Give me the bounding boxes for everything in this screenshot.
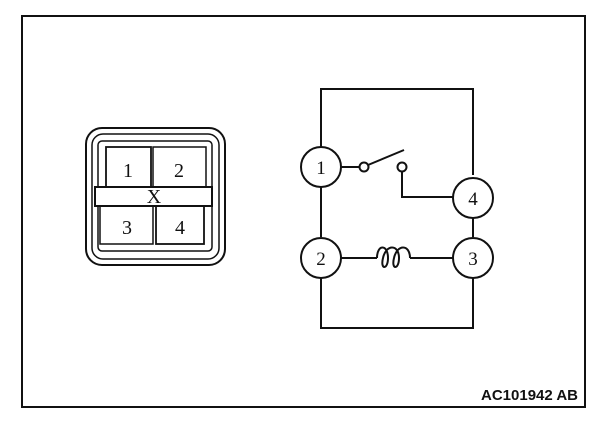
relay-coil bbox=[376, 246, 411, 268]
connector-housing-inner bbox=[91, 133, 220, 260]
connector-face: 1 2 3 4 X bbox=[85, 127, 226, 266]
terminal-label-1: 1 bbox=[316, 158, 326, 179]
pin-label-2: 2 bbox=[174, 160, 184, 182]
terminal-label-4: 4 bbox=[468, 189, 478, 210]
pin-label-1: 1 bbox=[123, 160, 133, 182]
switch-lead-4 bbox=[401, 172, 453, 198]
relay-schematic: 1 2 3 4 bbox=[300, 88, 494, 329]
reference-code: AC101942 AB bbox=[481, 387, 578, 404]
connector-housing-outer bbox=[85, 127, 226, 266]
center-mark: X bbox=[147, 186, 162, 208]
wire-top bbox=[320, 88, 474, 175]
diagram-frame bbox=[21, 15, 586, 408]
pin-label-4: 4 bbox=[175, 217, 185, 239]
terminal-3 bbox=[452, 237, 494, 279]
switch-blade bbox=[367, 149, 405, 166]
locking-bar bbox=[94, 186, 213, 207]
terminal-4 bbox=[452, 177, 494, 219]
terminal-label-3: 3 bbox=[468, 249, 478, 270]
switch-contact-fixed bbox=[358, 161, 370, 173]
switch-contact-moving bbox=[396, 161, 408, 173]
terminal-label-2: 2 bbox=[316, 249, 326, 270]
terminal-2 bbox=[300, 237, 342, 279]
terminal-1 bbox=[300, 146, 342, 188]
pin-label-3: 3 bbox=[122, 217, 132, 239]
wire-bottom bbox=[320, 278, 474, 329]
